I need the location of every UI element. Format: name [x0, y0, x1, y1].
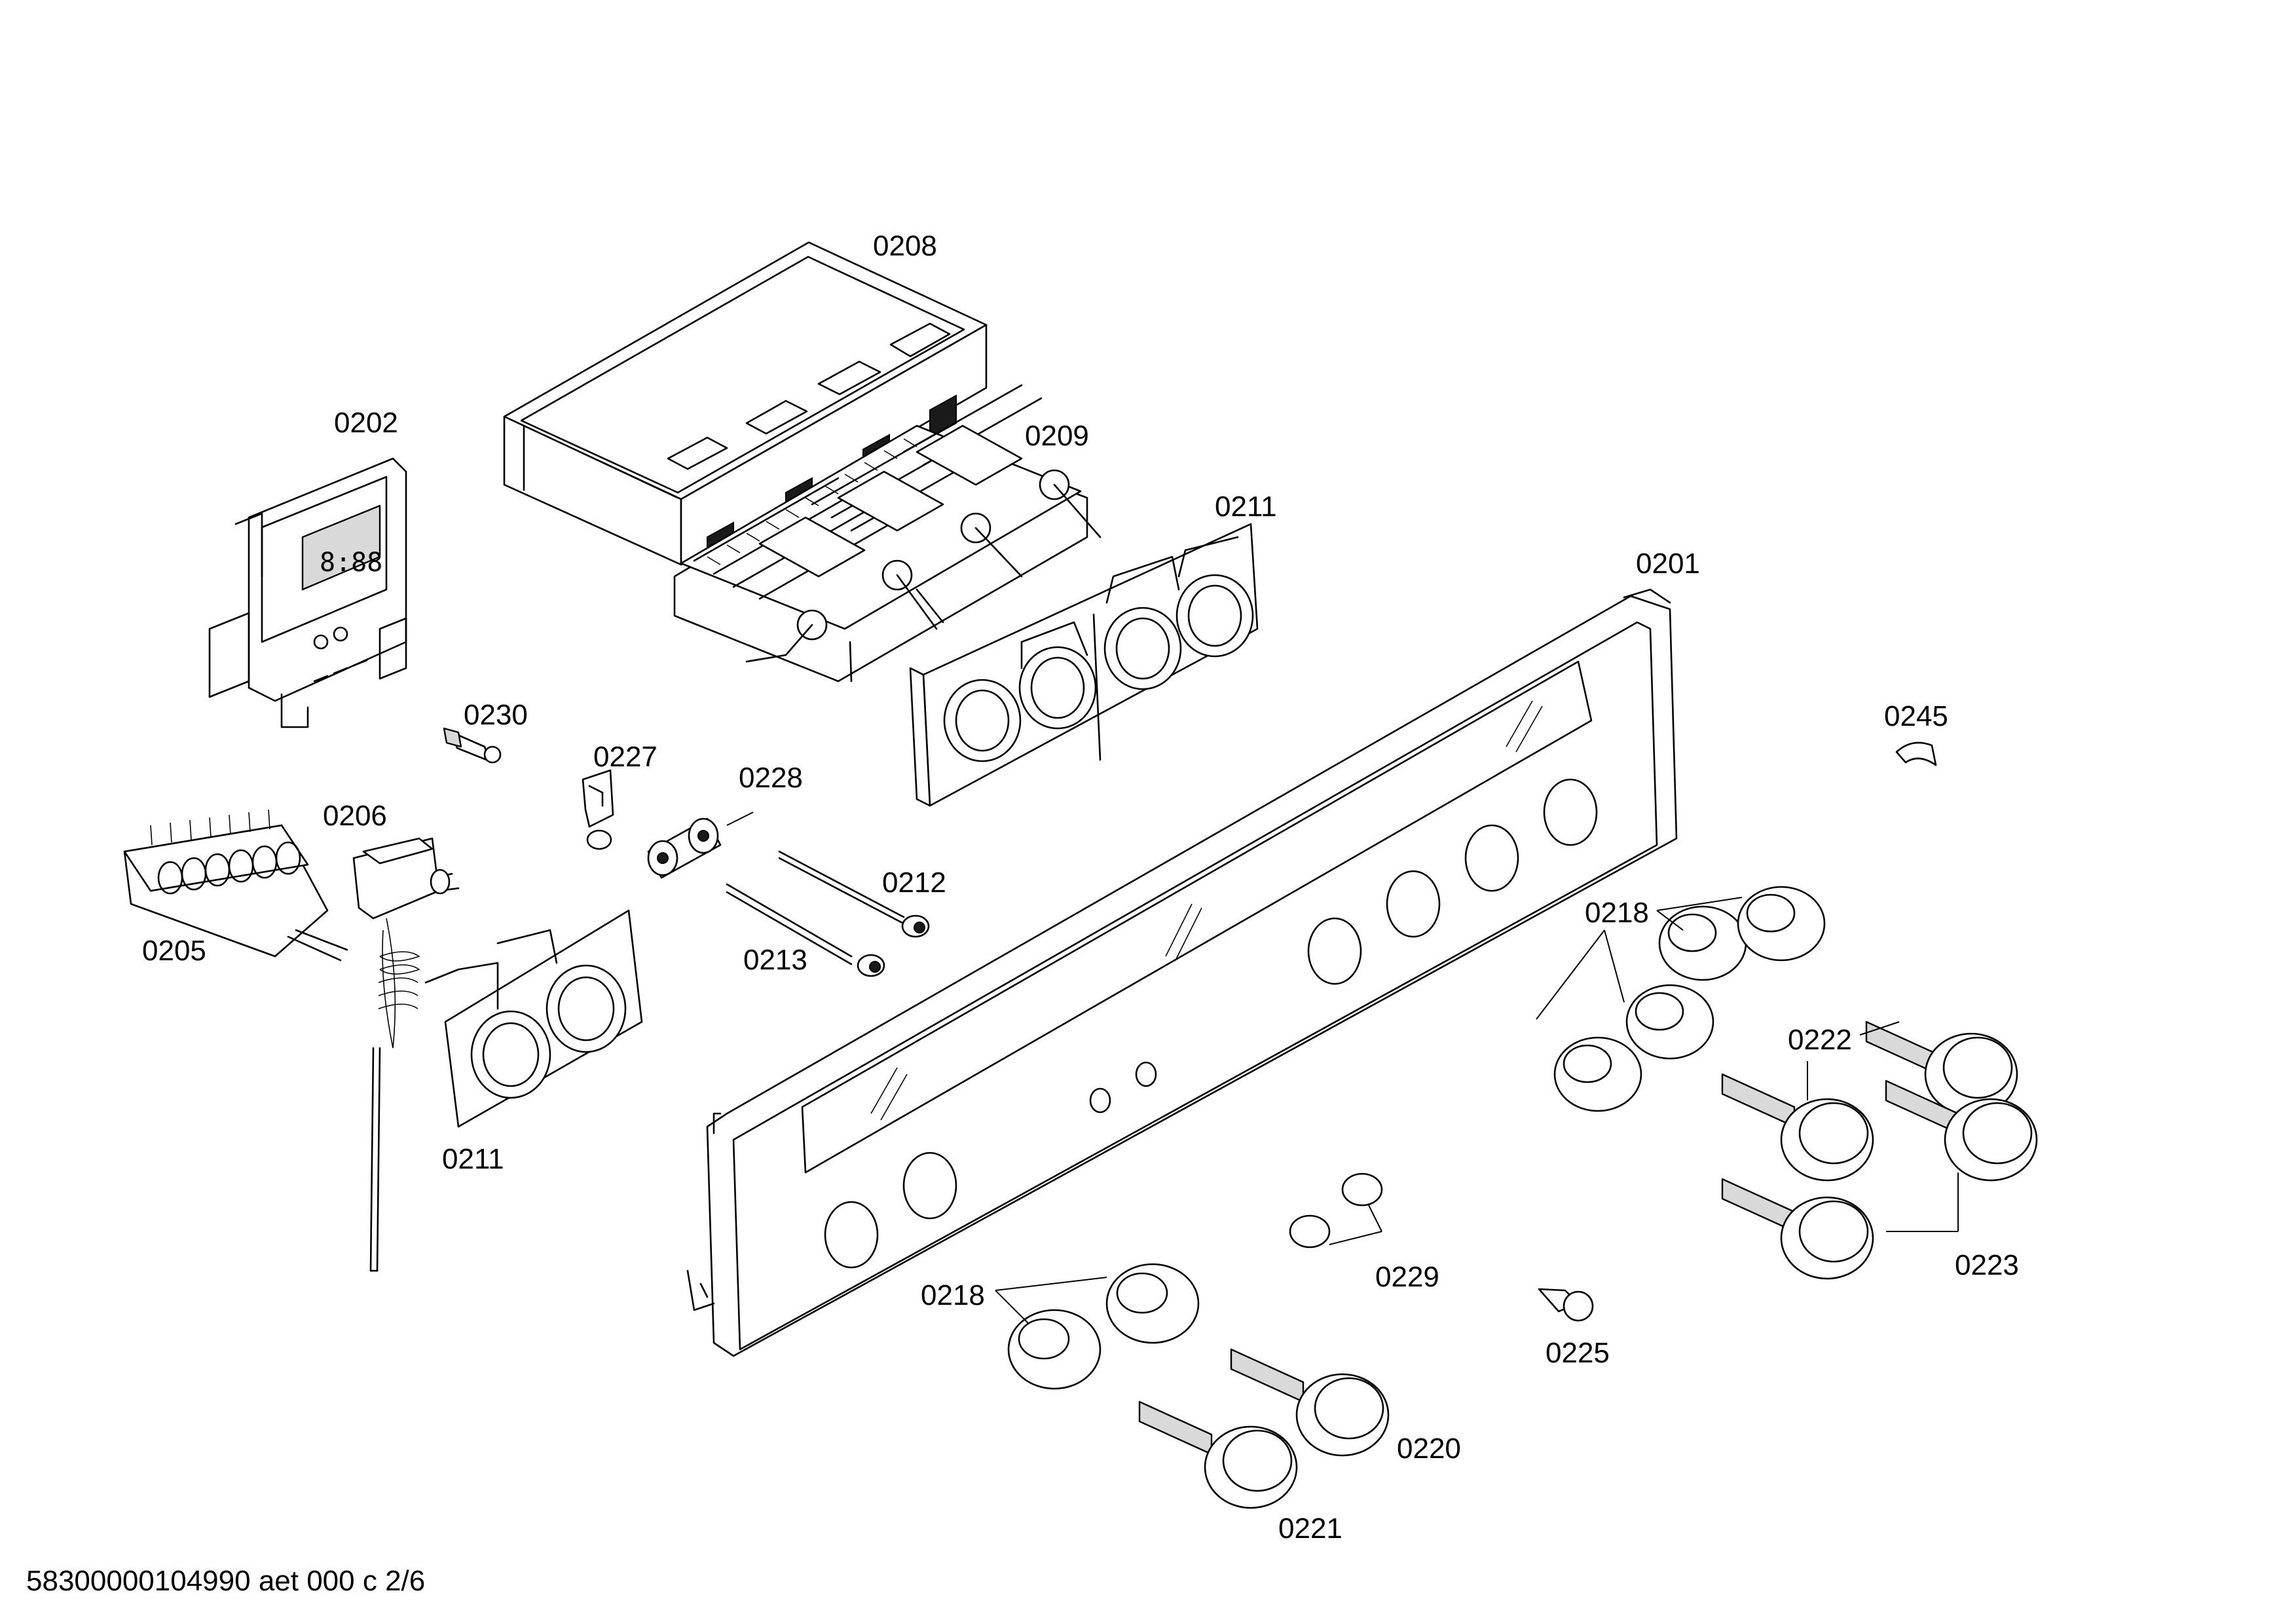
label-0220: 0220 — [1397, 1433, 1461, 1465]
part-0230-pin — [443, 727, 502, 764]
label-0230: 0230 — [464, 699, 528, 731]
timer-display-digits: 8:88 — [320, 548, 382, 578]
label-0213: 0213 — [743, 944, 807, 976]
part-0202-timer-module: 8:88 — [208, 457, 407, 728]
part-0213-cable — [726, 883, 885, 977]
part-0205-terminal-strip — [123, 809, 348, 962]
terminal-coils — [157, 841, 301, 895]
part-0225-lamp — [1538, 1288, 1594, 1322]
label-0205: 0205 — [142, 935, 206, 967]
part-0208-housing — [503, 241, 988, 566]
label-0223: 0223 — [1955, 1249, 2019, 1281]
part-0222-knobs — [1721, 1021, 2018, 1182]
part-0212-cable — [778, 850, 930, 938]
label-0229: 0229 — [1375, 1261, 1439, 1293]
label-0206: 0206 — [323, 800, 387, 832]
leader-lines — [726, 812, 1959, 1324]
label-0211-top: 0211 — [1215, 491, 1277, 523]
label-0202: 0202 — [334, 407, 398, 439]
label-0228: 0228 — [739, 762, 803, 794]
label-0227: 0227 — [593, 741, 657, 773]
part-0229-spacers — [1289, 1173, 1383, 1248]
label-0201: 0201 — [1636, 548, 1700, 580]
label-0209: 0209 — [1025, 420, 1089, 452]
part-0227-lamp-holder — [582, 769, 614, 850]
bushing-3 — [1658, 905, 1747, 981]
footer-document-code: 58300000104990 aet 000 c 2/6 — [26, 1565, 425, 1597]
part-labels: 0208 0202 0209 0211 0201 0230 0227 0228 … — [142, 230, 2019, 1545]
label-0218-right: 0218 — [1585, 897, 1649, 929]
label-0208: 0208 — [873, 230, 937, 262]
bushing-4 — [1737, 886, 1826, 962]
part-0218-bushings-right — [1553, 886, 1826, 1112]
part-0223-knobs — [1721, 1079, 2038, 1280]
bushing-1 — [1553, 1036, 1642, 1112]
part-0245-clip — [1895, 741, 1937, 766]
part-0218-bushings-bottom — [1007, 1263, 1200, 1390]
label-0245: 0245 — [1884, 700, 1948, 732]
label-0211-bottom: 0211 — [442, 1143, 504, 1175]
part-0221-knob — [1138, 1400, 1298, 1509]
label-0222: 0222 — [1788, 1024, 1852, 1056]
part-0220-knob — [1230, 1348, 1390, 1457]
label-0218-bottom: 0218 — [921, 1279, 985, 1311]
bracket-sockets-top — [943, 574, 1254, 762]
part-0228-lamp-carrier — [647, 817, 722, 879]
part-0211-bottom-bracket — [424, 909, 643, 1128]
part-0211-top-bracket — [909, 523, 1259, 807]
label-0221: 0221 — [1278, 1512, 1342, 1545]
part-0206-thermostat — [352, 837, 460, 1272]
part-0201-control-panel — [686, 588, 1678, 1357]
part-0209-switch-block — [673, 384, 1102, 683]
label-0225: 0225 — [1546, 1337, 1610, 1369]
bushing-2 — [1625, 984, 1714, 1060]
label-0212: 0212 — [882, 867, 946, 899]
